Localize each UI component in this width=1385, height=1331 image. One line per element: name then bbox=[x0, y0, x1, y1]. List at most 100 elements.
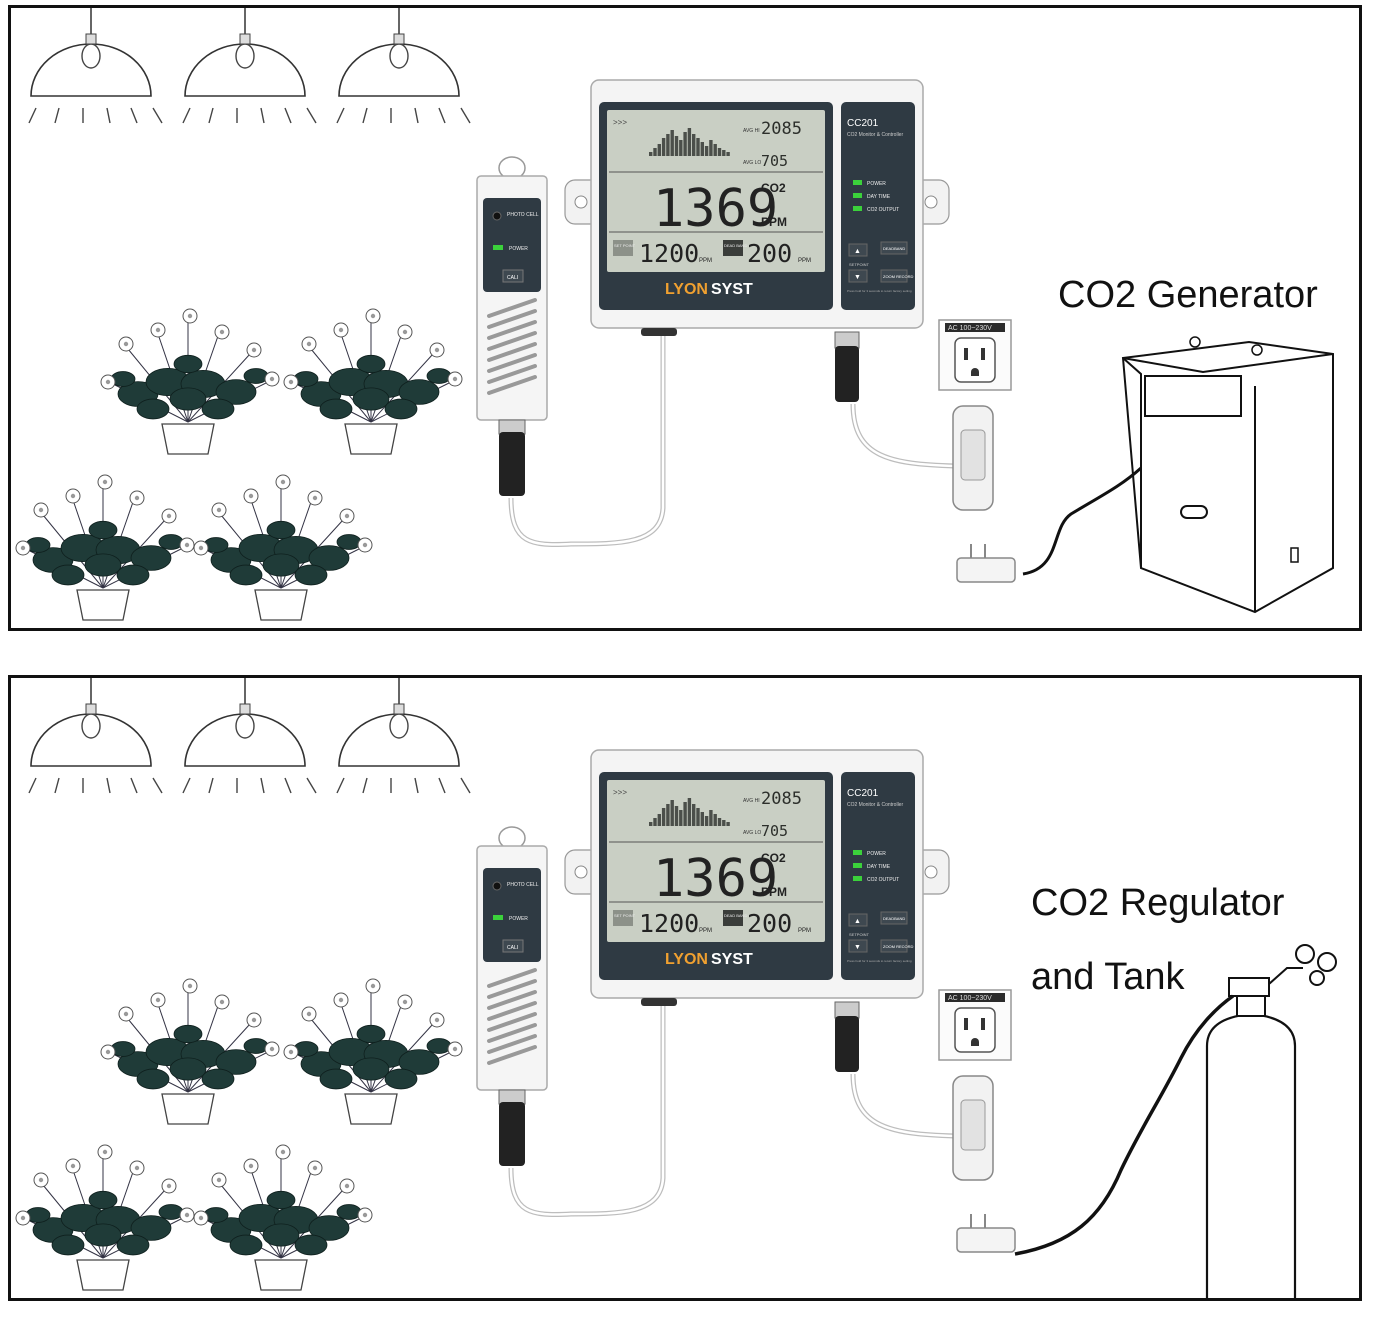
history-bar bbox=[653, 148, 657, 156]
history-bar bbox=[661, 808, 666, 826]
flower-center bbox=[219, 329, 225, 335]
sensor-port bbox=[641, 998, 677, 1006]
output-cable bbox=[850, 403, 956, 469]
history-bar bbox=[700, 142, 704, 156]
plant-leaf bbox=[229, 564, 263, 586]
photo-cell-label: PHOTO CELL bbox=[507, 882, 539, 888]
avg-lo-label: AVG LO bbox=[743, 160, 761, 166]
source-label-line-2: and Tank bbox=[1031, 956, 1185, 998]
co2-unit-label: CO2 bbox=[761, 851, 786, 865]
generator-handle bbox=[1180, 505, 1208, 519]
history-bar bbox=[700, 812, 704, 826]
potted-plant-icon bbox=[283, 308, 463, 455]
vent-slot bbox=[487, 990, 537, 1010]
probe-connector-nut bbox=[498, 1089, 526, 1105]
plant-leaf bbox=[169, 1057, 207, 1081]
potted-plant-icon bbox=[283, 978, 463, 1125]
flower-center bbox=[155, 997, 161, 1003]
vent-slot bbox=[487, 342, 537, 362]
light-ray bbox=[130, 107, 138, 124]
indicator-led bbox=[853, 193, 862, 198]
flower-center bbox=[306, 1011, 312, 1017]
brand-logo-part-b: SYST bbox=[711, 281, 753, 298]
indicator-led bbox=[853, 876, 862, 881]
history-bar bbox=[717, 818, 722, 826]
vent-slot bbox=[487, 298, 537, 318]
power-led bbox=[493, 915, 503, 920]
model-name: CC201 bbox=[847, 788, 879, 799]
control-panel bbox=[841, 772, 915, 980]
light-ray bbox=[54, 107, 60, 124]
plant-leaf bbox=[266, 1190, 296, 1210]
light-ray bbox=[284, 777, 292, 794]
plant-leaf bbox=[308, 545, 350, 571]
arrow-indicator: >>> bbox=[613, 788, 627, 797]
plant-leaf bbox=[294, 1234, 328, 1256]
power-outlet: AC 100~230V bbox=[938, 989, 1012, 1181]
flower-center bbox=[70, 1163, 76, 1169]
history-bar bbox=[696, 138, 700, 156]
vent-slot bbox=[487, 364, 537, 384]
light-ray bbox=[438, 777, 446, 794]
bulb-socket bbox=[85, 33, 97, 45]
co2-generator-icon bbox=[1022, 336, 1334, 614]
zoom-button-label: ZOOM RECORD bbox=[883, 274, 914, 279]
flower-center bbox=[251, 1017, 257, 1023]
history-bar bbox=[649, 152, 653, 156]
avg-hi-label: AVG HI bbox=[743, 798, 760, 804]
flower-center bbox=[362, 1212, 368, 1218]
plant-leaf bbox=[426, 368, 452, 384]
setpoint-caption: SETPOINT bbox=[849, 932, 870, 937]
flower-center bbox=[344, 1183, 350, 1189]
flower-center bbox=[184, 542, 190, 548]
flower-pot bbox=[161, 423, 215, 455]
setpoint-value: 1200 bbox=[639, 909, 699, 938]
co2-tank-icon bbox=[1014, 944, 1337, 1298]
bulb-icon bbox=[81, 713, 101, 739]
flower-center bbox=[248, 493, 254, 499]
plant-leaf bbox=[398, 379, 440, 405]
flower-center bbox=[187, 313, 193, 319]
output-connector bbox=[835, 1016, 859, 1072]
flower-center bbox=[306, 341, 312, 347]
vent-slot bbox=[487, 968, 537, 988]
plant-leaf bbox=[356, 1024, 386, 1044]
light-ray bbox=[54, 777, 60, 794]
history-bar bbox=[722, 820, 726, 826]
light-ray bbox=[460, 777, 471, 794]
source-label-line-1: CO2 Generator bbox=[1058, 274, 1318, 316]
arrow-indicator: >>> bbox=[613, 118, 627, 127]
generator-top-edge bbox=[1122, 353, 1334, 374]
plant-leaf bbox=[243, 368, 269, 384]
plant-leaf bbox=[169, 387, 207, 411]
cali-button bbox=[502, 269, 524, 283]
mount-hole bbox=[574, 195, 588, 209]
light-ray bbox=[152, 777, 163, 794]
indicator-label: CO2 OUTPUT bbox=[867, 877, 899, 883]
photo-cell-icon bbox=[492, 211, 502, 221]
zoom-button-label: ZOOM RECORD bbox=[883, 944, 914, 949]
avg-lo-value: 705 bbox=[761, 152, 788, 170]
deadband-tag: DEAD BAND bbox=[724, 243, 747, 248]
plant-leaf bbox=[84, 1223, 122, 1247]
flower-center bbox=[280, 1149, 286, 1155]
flower-center bbox=[402, 329, 408, 335]
vent-slot bbox=[487, 1023, 537, 1043]
plant-leaf bbox=[336, 1204, 362, 1220]
history-bar bbox=[726, 822, 730, 826]
light-ray bbox=[336, 777, 345, 794]
light-ray bbox=[106, 107, 111, 124]
light-ray bbox=[306, 777, 317, 794]
avg-hi-label: AVG HI bbox=[743, 128, 760, 134]
plant-leaf bbox=[116, 1234, 150, 1256]
flower-center bbox=[288, 1049, 294, 1055]
light-ray bbox=[130, 777, 138, 794]
flower-pot bbox=[344, 1093, 398, 1125]
flower-center bbox=[70, 493, 76, 499]
deadband-tag: DEAD BAND bbox=[724, 913, 747, 918]
potted-plant-icon bbox=[193, 474, 373, 621]
history-bar bbox=[692, 134, 696, 156]
up-button bbox=[848, 243, 868, 257]
hint-text: Press hold for 3 seconds to return facto… bbox=[847, 289, 912, 293]
